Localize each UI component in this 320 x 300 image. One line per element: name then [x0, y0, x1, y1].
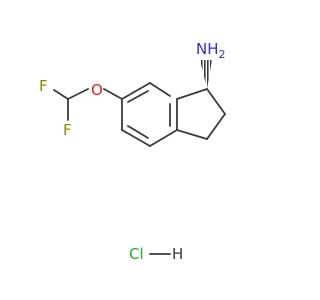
bond-c6-o	[103, 88, 123, 100]
bond-c5-c4-inner	[127, 125, 149, 139]
fluorine-top-label: F	[39, 77, 48, 95]
bond-c5-c4	[121, 129, 151, 147]
amine-label: NH2	[196, 40, 226, 61]
fluorine-bottom-label: F	[63, 121, 72, 139]
bond-c7a-c1	[176, 88, 208, 100]
bond-c2-c3	[206, 113, 226, 140]
bond-c1-c2	[206, 88, 226, 115]
oxygen-label: O	[91, 81, 103, 99]
bond-lines	[53, 82, 226, 255]
bond-c7a-c7	[149, 82, 171, 97]
molecule-drawing: NH2 O F F Cl H	[39, 40, 226, 263]
structure-canvas: NH2 O F F Cl H	[39, 40, 226, 263]
bond-chf2-f-top	[53, 89, 69, 100]
bond-c7-c6-inner	[127, 90, 149, 103]
bond-c7-c6	[121, 82, 151, 100]
bond-o-chf2	[67, 88, 89, 100]
stereo-hash-bond	[200, 60, 212, 89]
chlorine-label: Cl	[129, 245, 144, 263]
hydrogen-label: H	[172, 245, 183, 263]
bond-c3-c3a	[176, 129, 208, 140]
bond-c4-c3a	[149, 129, 178, 147]
